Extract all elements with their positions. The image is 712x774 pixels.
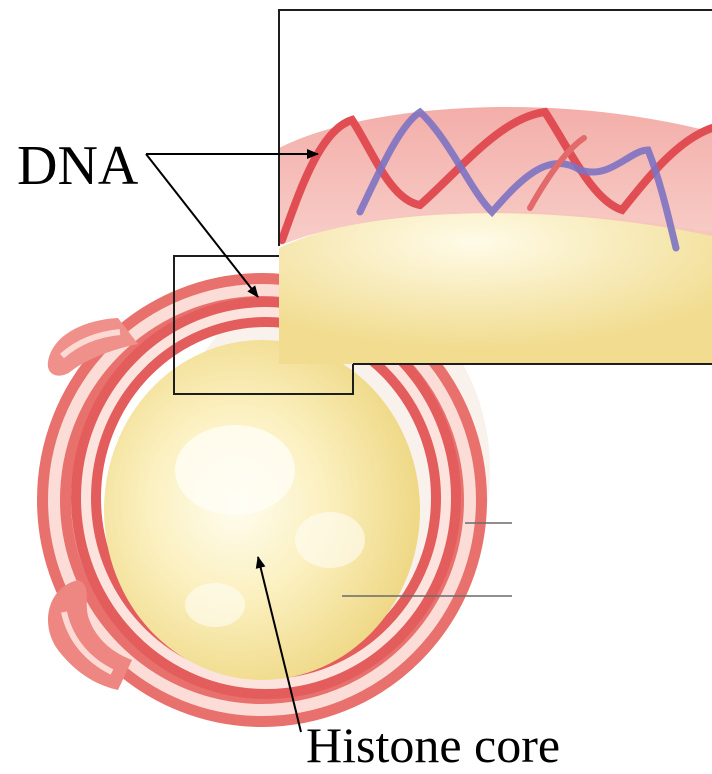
histone-core-label: Histone core xyxy=(306,720,560,770)
dna-label: DNA xyxy=(17,138,138,194)
dna-arrow-to-nucleosome xyxy=(146,154,258,297)
blank-label-panel xyxy=(512,488,712,648)
dna-inset-panel xyxy=(279,10,712,364)
